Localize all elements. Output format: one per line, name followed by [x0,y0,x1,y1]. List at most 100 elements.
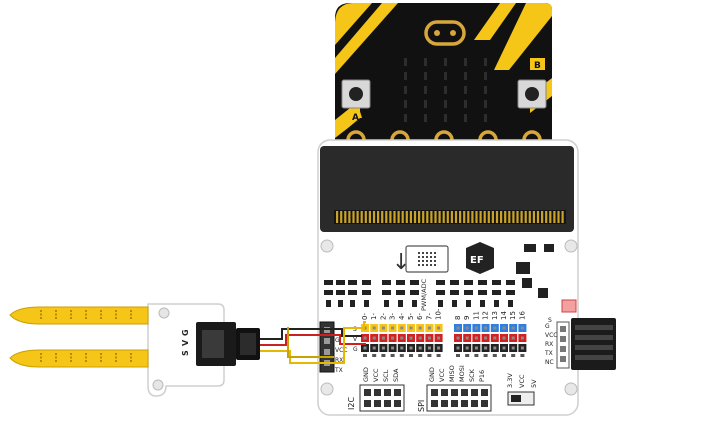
smd-part [438,300,443,307]
smd-part [382,280,391,285]
spi-pin-label: VCC [438,368,446,382]
edge-pin [401,211,404,223]
pin-number: 7- [425,313,433,320]
edge-pin [413,211,417,223]
socket-hole [441,400,448,407]
pwm-adc-label: PWM/ADC [420,278,428,311]
probe-dot [70,360,72,362]
edge-pin [446,211,449,223]
edge-pin [393,211,396,223]
power-label: 5V [530,379,538,388]
smd-part [398,300,403,307]
led [404,100,407,108]
probe-dot [40,310,42,312]
silk-led [426,264,428,266]
edge-pin [467,211,470,223]
edge-pin [377,211,380,223]
button-b-label: B [534,61,541,71]
header-pin-hole [456,346,460,350]
edge-pin [426,211,429,223]
silk-led [426,252,428,254]
header-pin-hole [502,336,506,340]
edge-pin [500,211,503,223]
i2c-pin-label: GND [362,367,370,382]
mount-hole [320,382,334,396]
silk-led [430,264,432,266]
probe-dot [115,356,117,359]
smd-part [336,290,345,295]
led [404,114,407,122]
probe-dot [85,360,87,362]
probe-dot [130,317,132,319]
smd-part [492,280,501,285]
edge-pin [450,211,453,223]
microbit-board [335,3,552,148]
uart-pin [324,338,330,344]
button-a-cap[interactable] [349,87,363,101]
socket-hole [394,389,401,396]
probe-dot [115,313,117,316]
header-pin-hole [474,336,478,340]
led [464,100,467,108]
socket-hole [384,389,391,396]
edge-pin [381,211,384,223]
probe-dot [85,353,87,355]
probe-dot [55,310,57,312]
edge-pin [340,211,343,223]
uart-pin [324,349,330,355]
spi-socket-holes [431,389,488,407]
header-pin-hole [391,336,395,340]
led [444,72,447,80]
pin-number: 6- [416,313,424,320]
edge-pin [541,211,544,223]
edge-pin [524,211,527,223]
smd-part [494,300,499,307]
uart-left-label: G [335,337,340,344]
power-switch-knob[interactable] [511,395,521,402]
header-pin-hole [409,326,413,330]
uart-pin [560,346,566,352]
sensor-pin-label: S [181,350,190,356]
smd-part [396,280,405,285]
header-pin-hole [456,326,460,330]
probe-dot [115,353,117,355]
smd-part [350,300,355,307]
smd-part [464,290,473,295]
edge-pin [483,211,486,223]
socket-hole [431,400,438,407]
header-tick [390,354,395,357]
edge-pin [405,211,408,223]
pin-number: 16 [518,311,526,320]
led [464,72,467,80]
smd-part [336,280,345,285]
probe-dot [70,356,72,359]
silk-led [434,252,436,254]
socket-hole [471,389,478,396]
header-tick [456,354,460,357]
header-pin-hole [437,326,441,330]
edge-pin [422,211,425,223]
probe-dot [100,360,102,362]
row-label: V [353,336,358,343]
header-tick [399,354,404,357]
microbit-stripe-bottom-left [335,100,360,138]
power-label: 3.3V [506,373,514,388]
edge-pin [454,211,458,223]
smd-chip [538,288,548,298]
microbit-stripe-right [474,3,516,40]
probe-dot [115,360,117,362]
smd-part [506,290,515,295]
led [444,86,447,94]
microbit-stripe-right-2 [494,3,552,70]
button-b-cap[interactable] [525,87,539,101]
header-pin-hole [511,346,515,350]
spi-pin-label: SCK [468,368,476,382]
soil-moisture-sensor: GVS [9,303,260,397]
edge-pin [516,211,519,223]
smd-part [362,280,371,285]
microbit: A B [335,3,552,150]
